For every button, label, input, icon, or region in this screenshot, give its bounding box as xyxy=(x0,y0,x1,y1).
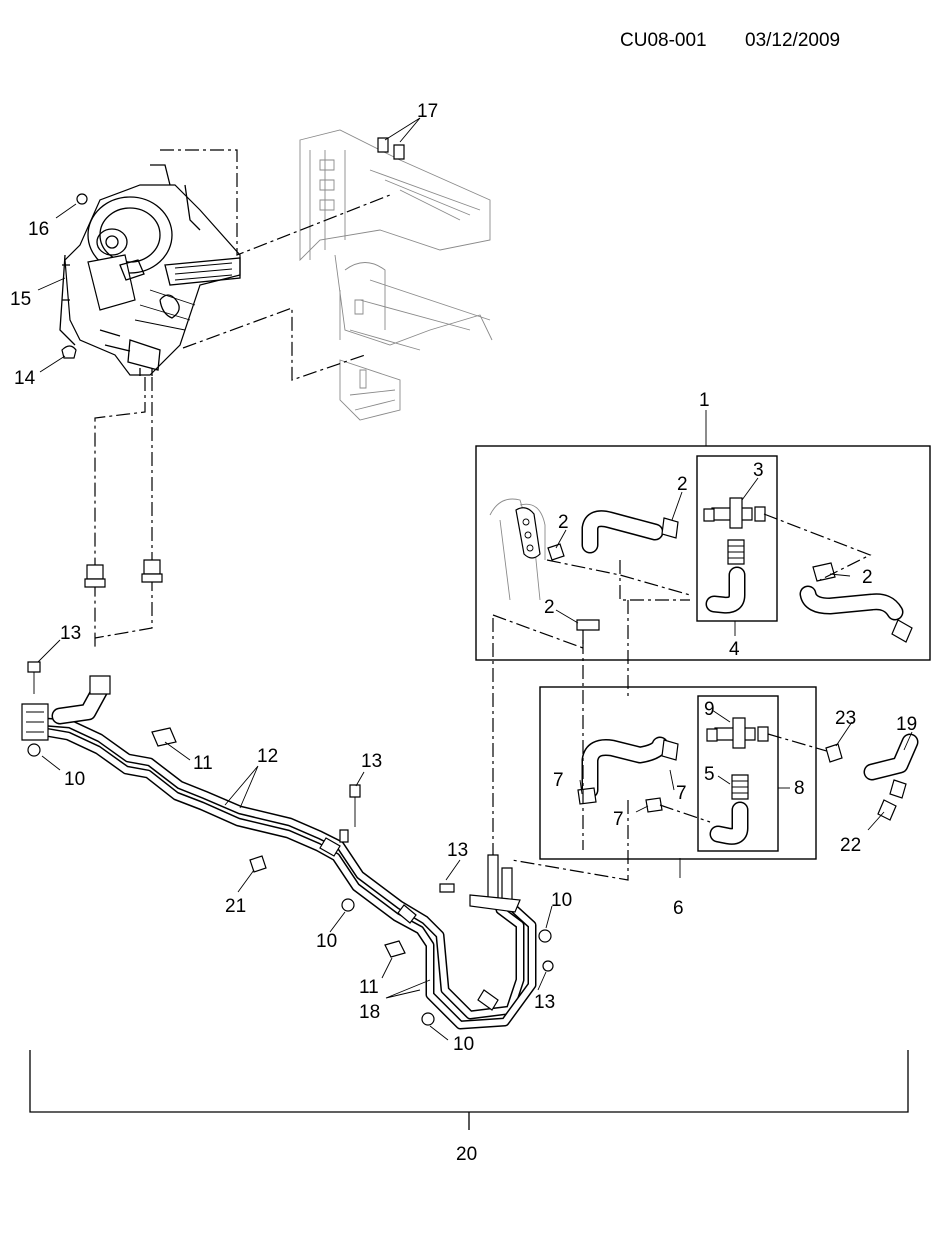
callout-2-d: 2 xyxy=(544,597,555,618)
callout-4: 4 xyxy=(729,639,740,660)
callout-labels: 17 16 15 14 1 3 2 2 2 2 4 13 10 11 12 13… xyxy=(10,101,917,1165)
callout-20: 20 xyxy=(456,1144,477,1165)
callout-10-d: 10 xyxy=(551,890,572,911)
hvac-module xyxy=(59,164,241,376)
callout-2-a: 2 xyxy=(677,474,688,495)
header: CU08-001 03/12/2009 xyxy=(620,30,840,51)
callout-10-a: 10 xyxy=(64,769,85,790)
callout-13-d: 13 xyxy=(534,992,555,1013)
callout-21: 21 xyxy=(225,896,246,917)
detail-box-1 xyxy=(475,445,931,661)
callout-1: 1 xyxy=(699,390,710,411)
vehicle-body-outline xyxy=(299,129,493,421)
diagram-code: CU08-001 xyxy=(620,30,707,51)
callout-17: 17 xyxy=(417,101,438,122)
callout-16: 16 xyxy=(28,219,49,240)
callout-7-b: 7 xyxy=(676,783,687,804)
callout-10-c: 10 xyxy=(453,1034,474,1055)
callout-11-a: 11 xyxy=(193,753,213,774)
reference-lines xyxy=(94,149,629,881)
callout-2-c: 2 xyxy=(862,567,873,588)
tube-assembly xyxy=(21,675,537,1030)
callout-5: 5 xyxy=(704,764,715,785)
callout-11-b: 11 xyxy=(359,977,379,998)
assembly-bracket xyxy=(29,1050,909,1130)
callout-9: 9 xyxy=(704,699,715,720)
callout-15: 15 xyxy=(10,289,31,310)
diagram-date: 03/12/2009 xyxy=(745,30,840,51)
detail-box-6 xyxy=(539,686,831,860)
right-hose-parts xyxy=(825,733,919,821)
callout-leaders xyxy=(37,117,913,1041)
callout-13-b: 13 xyxy=(361,751,382,772)
callout-10-b: 10 xyxy=(316,931,337,952)
callout-8: 8 xyxy=(794,778,805,799)
callout-14: 14 xyxy=(14,368,36,389)
callout-23: 23 xyxy=(835,708,856,729)
callout-3: 3 xyxy=(753,460,764,481)
fittings xyxy=(27,137,554,1026)
callout-19: 19 xyxy=(896,714,917,735)
callout-2-b: 2 xyxy=(558,512,569,533)
callout-18: 18 xyxy=(359,1002,380,1023)
callout-13-c: 13 xyxy=(447,840,468,861)
callout-13-a: 13 xyxy=(60,623,81,644)
callout-7-c: 7 xyxy=(613,809,624,830)
callout-7-a: 7 xyxy=(553,770,564,791)
callout-22: 22 xyxy=(840,835,861,856)
callout-6: 6 xyxy=(673,898,684,919)
callout-12: 12 xyxy=(257,746,278,767)
